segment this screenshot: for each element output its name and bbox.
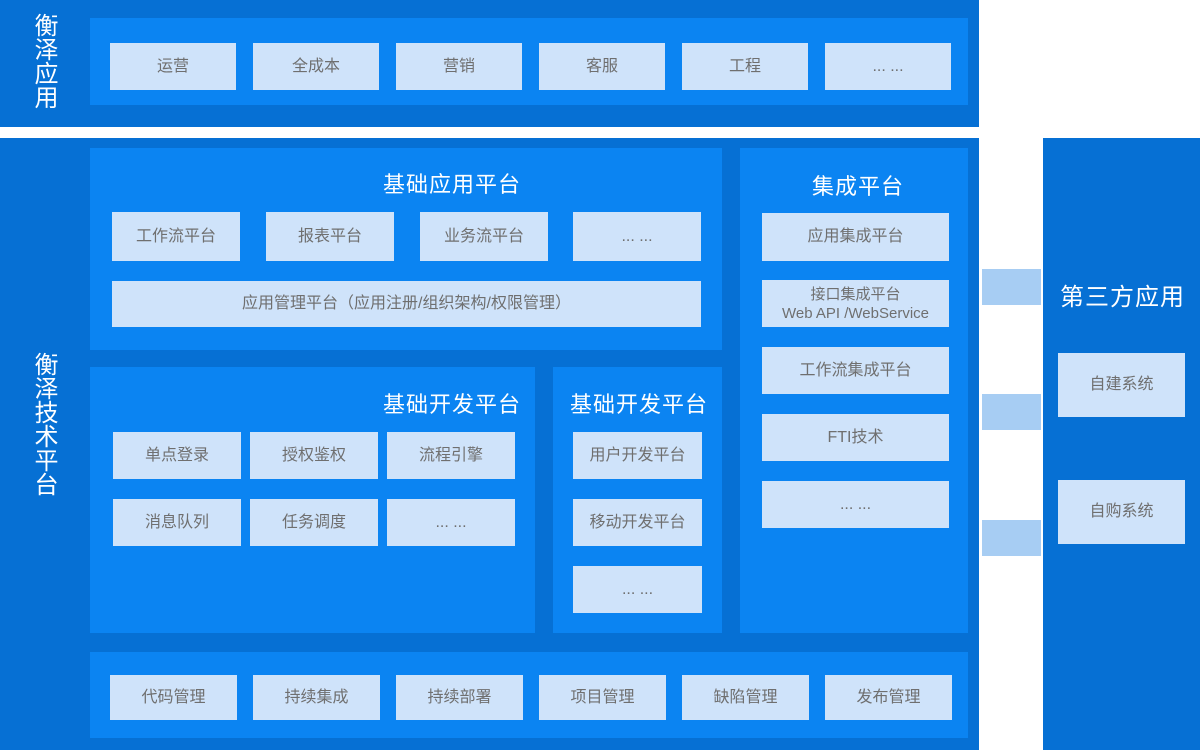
app-block-label: 营销 — [442, 57, 475, 75]
app-block: 运营 — [110, 43, 236, 90]
integration-block: 工作流集成平台 — [762, 347, 949, 394]
dev-block: 单点登录 — [113, 432, 241, 479]
block-label: 项目管理 — [570, 688, 635, 706]
top-band-panel — [90, 18, 968, 105]
integration-block: 应用集成平台 — [762, 213, 949, 261]
block-label: 消息队列 — [144, 513, 209, 531]
block-label: 缺陷管理 — [713, 688, 778, 706]
block-label: 单点登录 — [144, 446, 209, 464]
block-label: 工作流平台 — [135, 227, 216, 245]
app-management-platform-block: 应用管理平台（应用注册/组织架构/权限管理） — [112, 281, 701, 327]
block-label: 持续部署 — [427, 688, 492, 706]
block-label: 移动开发平台 — [589, 513, 686, 531]
dev-mid-block: 用户开发平台 — [573, 432, 702, 479]
app-block-label: 全成本 — [291, 57, 340, 75]
block-label: 应用集成平台 — [807, 228, 904, 246]
integration-block: 接口集成平台 Web API /WebService — [762, 280, 949, 327]
app-block: 全成本 — [253, 43, 379, 90]
app-platform-block: 工作流平台 — [112, 212, 240, 261]
block-label: 持续集成 — [284, 688, 349, 706]
third-party-band — [1043, 138, 1200, 750]
block-label: FTI技术 — [827, 428, 884, 446]
app-block-label: 工程 — [728, 57, 761, 75]
connector-bar — [982, 269, 1041, 305]
dev-mid-block-ellipsis: ... ... — [573, 566, 702, 613]
connector-bar — [982, 394, 1041, 430]
third-party-block: 自建系统 — [1058, 353, 1185, 417]
app-block-ellipsis: ... ... — [825, 43, 951, 90]
devops-block: 发布管理 — [825, 675, 952, 720]
third-party-block: 自购系统 — [1058, 480, 1185, 544]
dev-block-ellipsis: ... ... — [387, 499, 515, 546]
app-platform-block-ellipsis: ... ... — [573, 212, 701, 261]
devops-block: 持续部署 — [396, 675, 523, 720]
app-platform-block: 报表平台 — [266, 212, 394, 261]
block-label: ... ... — [435, 513, 467, 531]
block-label: 发布管理 — [856, 688, 921, 706]
third-party-title: 第三方应用 — [1060, 284, 1185, 311]
top-band-label: 衡泽应用 — [30, 13, 57, 109]
integration-block-ellipsis: ... ... — [762, 481, 949, 528]
dev-platform-left-title: 基础开发平台 — [383, 392, 522, 417]
app-platform-title: 基础应用平台 — [383, 172, 522, 197]
main-band-label: 衡泽技术平台 — [30, 352, 57, 496]
devops-block: 代码管理 — [110, 675, 237, 720]
block-sublabel: Web API /WebService — [781, 304, 929, 322]
app-block-label: 客服 — [585, 57, 618, 75]
block-label: 授权鉴权 — [281, 446, 346, 464]
block-label: 业务流平台 — [443, 227, 524, 245]
dev-block: 消息队列 — [113, 499, 241, 546]
dev-mid-block: 移动开发平台 — [573, 499, 702, 546]
block-label: 接口集成平台 — [810, 285, 901, 303]
block-label: ... ... — [621, 580, 654, 598]
app-block-label: ... ... — [872, 57, 904, 75]
devops-block: 持续集成 — [253, 675, 380, 720]
block-label: 用户开发平台 — [589, 446, 686, 464]
integration-block: FTI技术 — [762, 414, 949, 461]
block-label: 报表平台 — [297, 227, 362, 245]
devops-block: 项目管理 — [539, 675, 666, 720]
dev-platform-mid-title: 基础开发平台 — [570, 392, 709, 417]
devops-block: 缺陷管理 — [682, 675, 809, 720]
block-label: 应用管理平台（应用注册/组织架构/权限管理） — [242, 295, 571, 313]
block-label: ... ... — [839, 495, 872, 513]
block-label: 自建系统 — [1089, 376, 1154, 394]
block-label: 任务调度 — [281, 513, 346, 531]
dev-block: 授权鉴权 — [250, 432, 378, 479]
app-platform-block: 业务流平台 — [420, 212, 548, 261]
dev-block: 任务调度 — [250, 499, 378, 546]
integration-platform-title: 集成平台 — [812, 174, 905, 199]
app-block: 工程 — [682, 43, 808, 90]
app-block: 营销 — [396, 43, 522, 90]
block-label: 自购系统 — [1089, 503, 1154, 521]
connector-bar — [982, 520, 1041, 556]
block-label: 工作流集成平台 — [799, 361, 912, 379]
block-label: 流程引擎 — [418, 446, 483, 464]
app-block: 客服 — [539, 43, 665, 90]
dev-block: 流程引擎 — [387, 432, 515, 479]
block-label: ... ... — [621, 227, 653, 245]
block-label: 代码管理 — [141, 688, 206, 706]
app-block-label: 运营 — [156, 57, 189, 75]
